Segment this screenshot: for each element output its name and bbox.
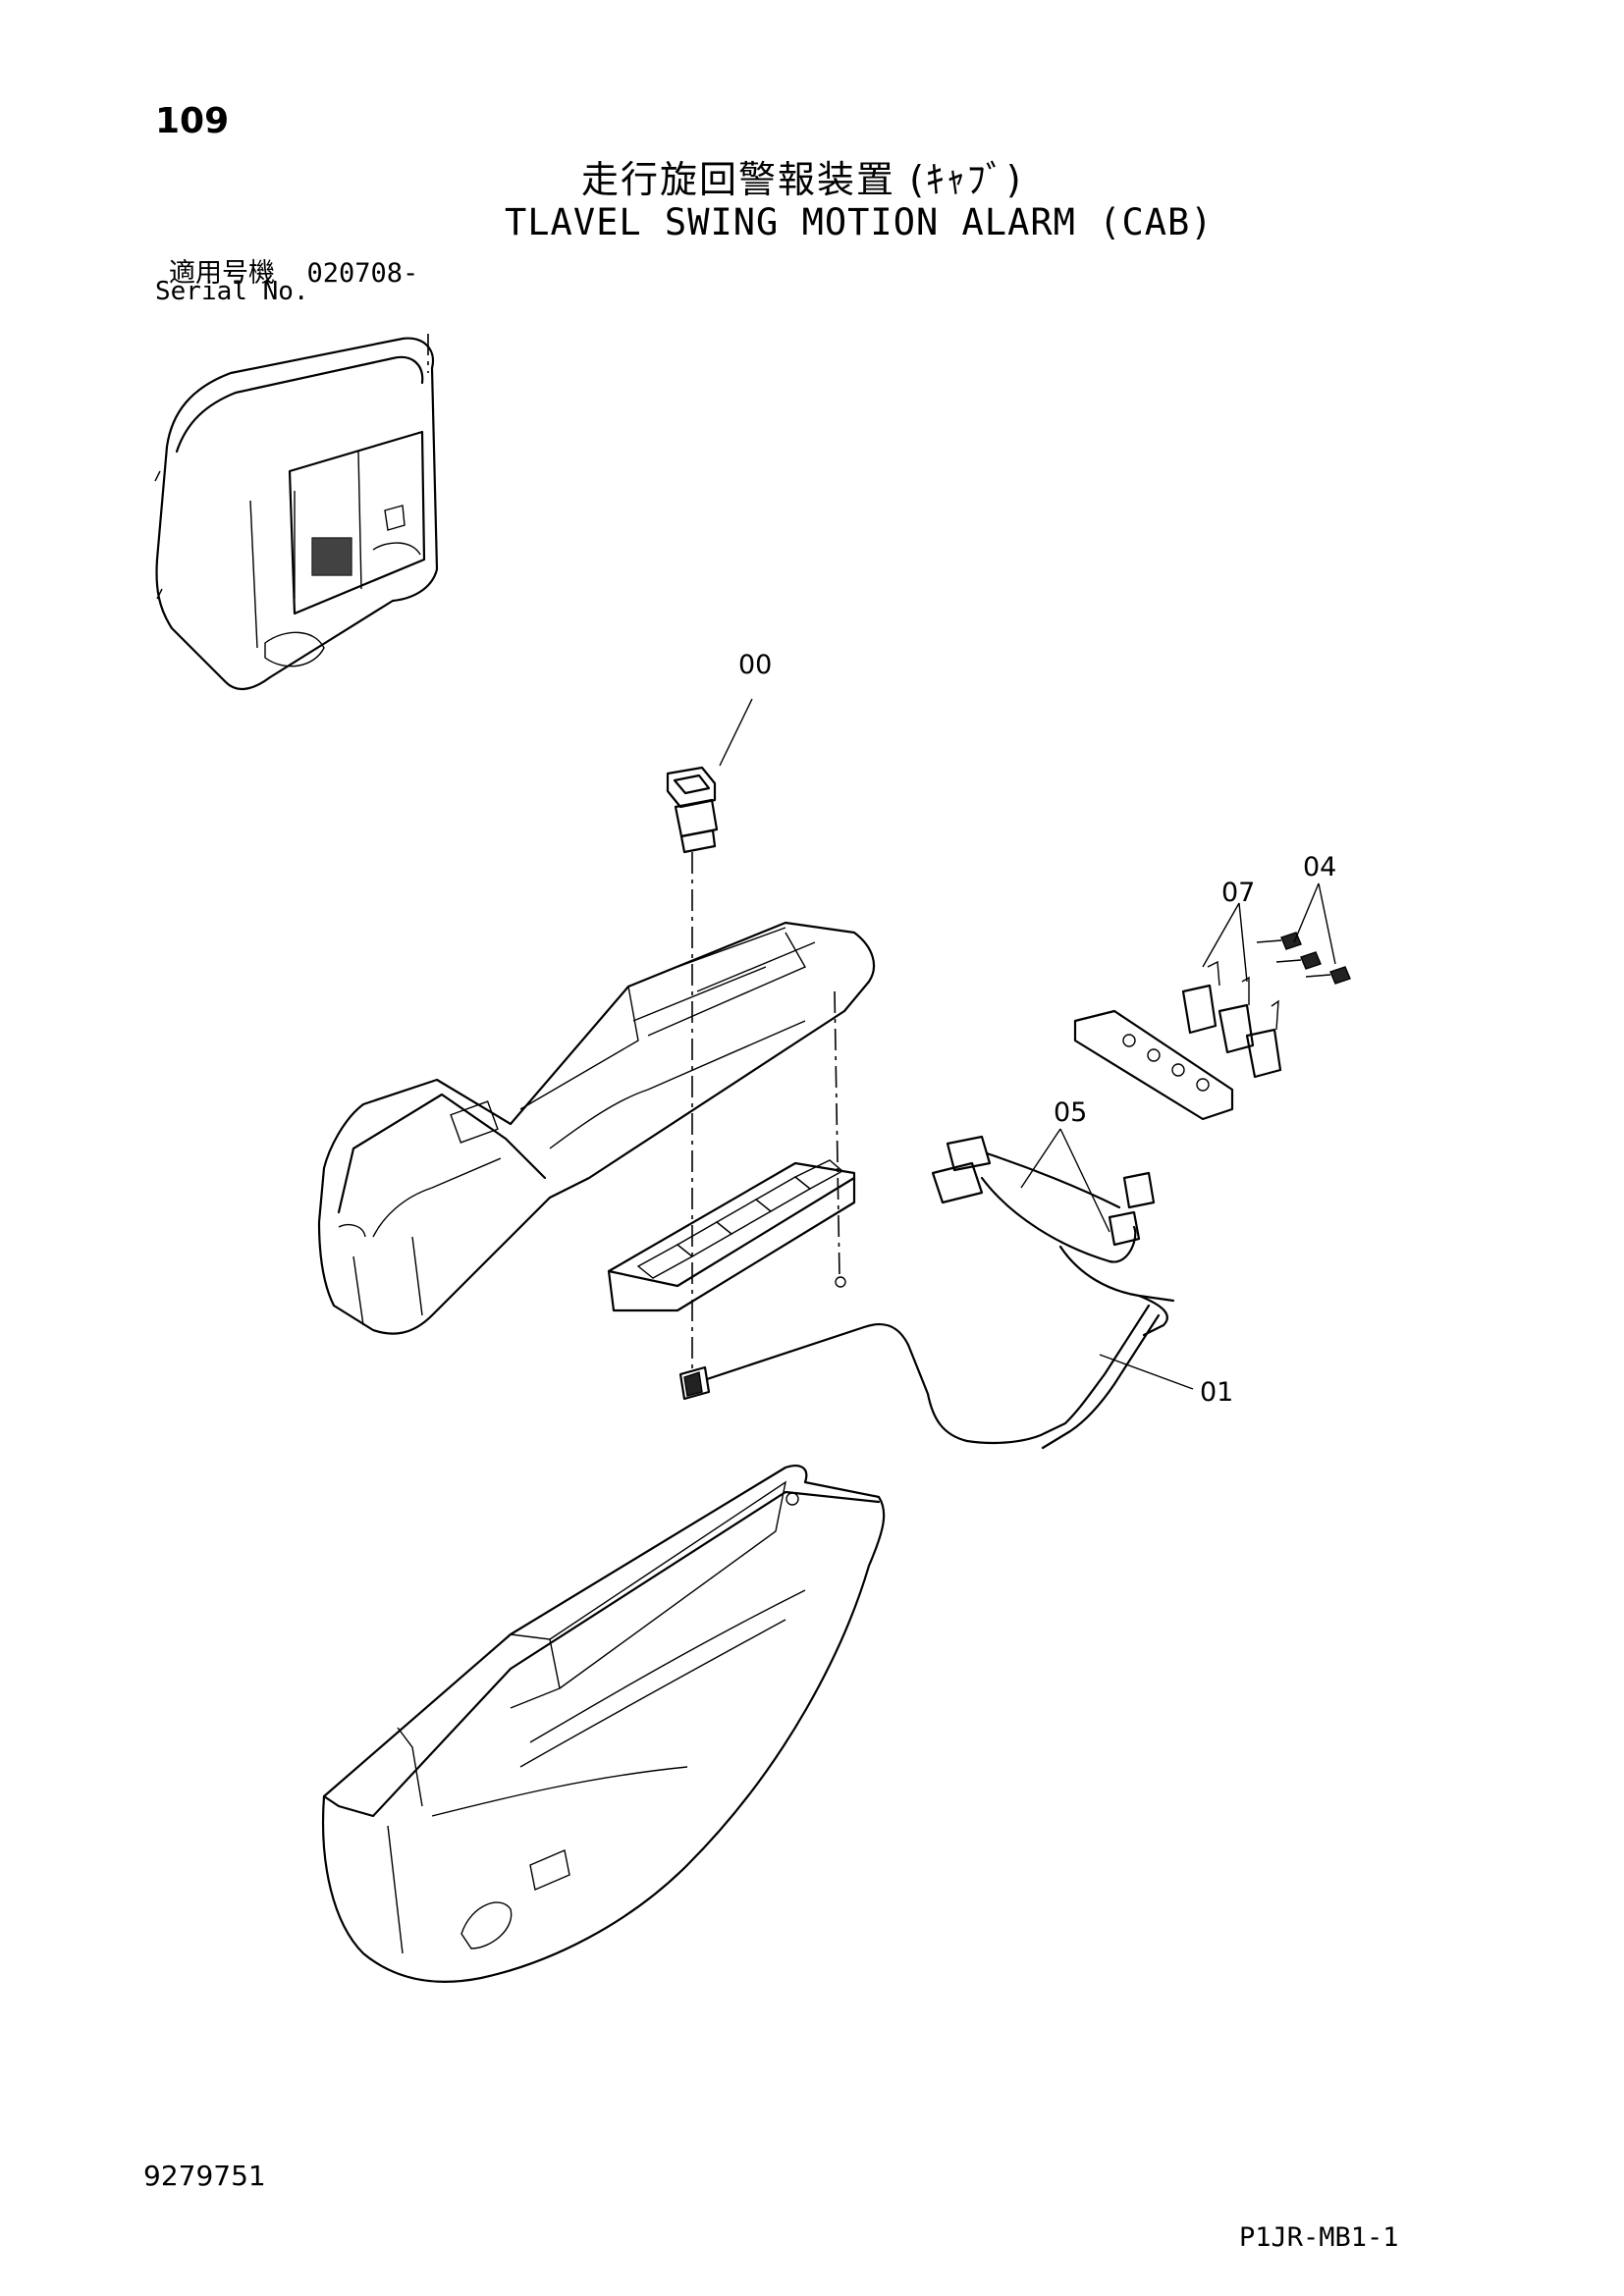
callout-01: 01 [1200, 1377, 1234, 1408]
serial-value: 020708- [306, 258, 419, 289]
serial-row-japanese: 適用号機 020708- [169, 251, 418, 290]
wiring-harness-illustration [678, 1128, 1194, 1450]
callout-04: 04 [1303, 852, 1337, 882]
title-english: TLAVEL SWING MOTION ALARM (CAB) [505, 201, 1214, 243]
console-illustration [317, 921, 876, 1335]
callout-00: 00 [738, 650, 773, 680]
side-cover-illustration [321, 1465, 886, 1983]
page-code: P1JR-MB1-1 [1239, 2222, 1399, 2253]
part-00-switch [666, 698, 753, 1374]
serial-label-english: Serial No. [155, 277, 309, 306]
cab-overview-illustration [154, 334, 439, 690]
page-number: 109 [155, 101, 230, 141]
callout-05: 05 [1054, 1097, 1088, 1128]
document-number: 9279751 [143, 2160, 266, 2192]
relay-assembly-illustration [1073, 882, 1351, 1121]
callout-07: 07 [1221, 878, 1256, 908]
serial-label-japanese: 適用号機 [169, 258, 275, 289]
title-japanese: 走行旋回警報装置 (ｷｬﾌﾞ) [581, 158, 1023, 201]
switch-panel-illustration [607, 1159, 856, 1312]
